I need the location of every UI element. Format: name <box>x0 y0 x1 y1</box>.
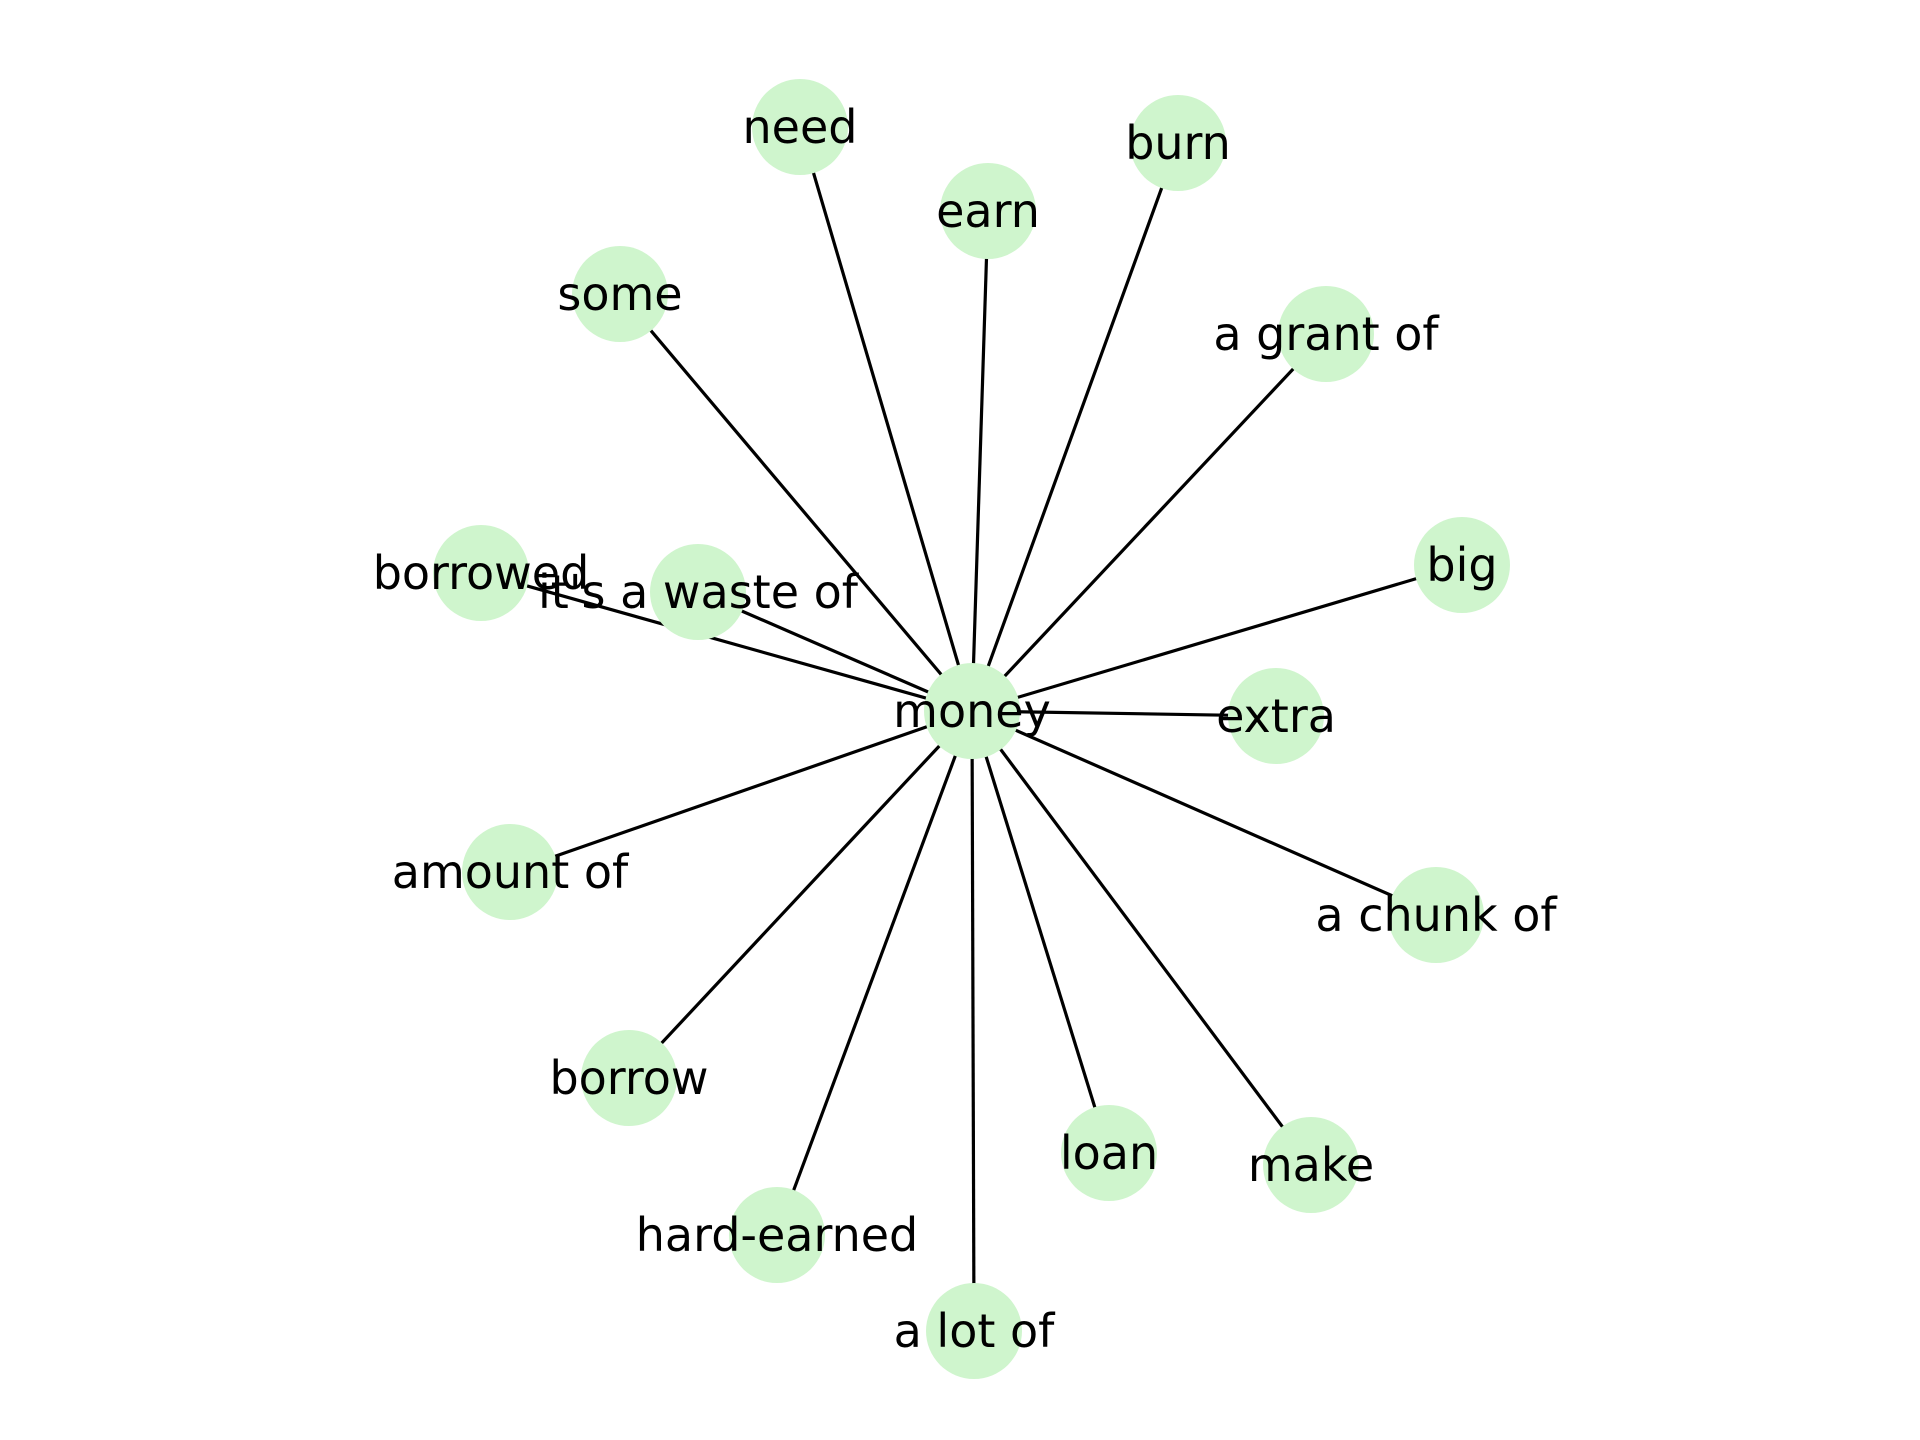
node-a-grant-of <box>1278 286 1374 382</box>
node-label-need: need <box>743 100 858 154</box>
node-money <box>924 663 1020 759</box>
edge-money-some <box>618 292 974 713</box>
edge-money-a-lot-of <box>970 710 976 1332</box>
edge-money-borrow <box>627 709 974 1080</box>
node-a-chunk-of <box>1388 867 1484 963</box>
edge-money-make <box>970 710 1313 1166</box>
node-label-burn: burn <box>1125 116 1231 170</box>
graph-nodes: money need burn earn some a grant of big borrow… <box>373 79 1558 1379</box>
node-label-loan: loan <box>1060 1126 1158 1180</box>
node-borrow <box>581 1030 677 1126</box>
node-a-lot-of <box>926 1283 1022 1379</box>
node-hard-earned <box>729 1187 825 1283</box>
node-amount-of <box>462 824 558 920</box>
node-label-a-grant-of: a grant of <box>1213 307 1440 361</box>
edge-money-borrowed <box>480 571 973 713</box>
edge-money-need <box>798 126 974 712</box>
edge-money-amount-of <box>509 709 973 874</box>
node-some <box>572 246 668 342</box>
node-label-hard-earned: hard-earned <box>636 1208 919 1262</box>
edge-money-its-a-waste-of <box>697 590 973 713</box>
node-borrowed <box>433 525 529 621</box>
node-label-earn: earn <box>936 184 1040 238</box>
node-label-money: money <box>893 684 1051 738</box>
node-label-a-lot-of: a lot of <box>894 1304 1057 1358</box>
edge-money-big <box>971 563 1463 713</box>
node-label-some: some <box>557 267 682 321</box>
node-label-its-a-waste-of: it's a waste of <box>538 565 860 619</box>
node-label-a-chunk-of: a chunk of <box>1315 888 1558 942</box>
node-big <box>1414 517 1510 613</box>
node-its-a-waste-of <box>650 544 746 640</box>
node-label-extra: extra <box>1216 689 1336 743</box>
edge-money-loan <box>970 710 1111 1154</box>
graph-edges <box>480 126 1463 1332</box>
node-label-amount-of: amount of <box>392 845 630 899</box>
edge-money-a-grant-of <box>970 332 1328 713</box>
edge-money-burn <box>970 142 1180 712</box>
node-label-make: make <box>1248 1138 1374 1192</box>
edge-money-hard-earned <box>775 710 974 1236</box>
node-label-big: big <box>1426 538 1497 592</box>
edge-money-extra <box>971 709 1277 718</box>
node-loan <box>1061 1105 1157 1201</box>
node-label-borrowed: borrowed <box>373 546 590 600</box>
node-label-borrow: borrow <box>549 1051 708 1105</box>
node-need <box>752 79 848 175</box>
edge-money-earn <box>970 210 990 712</box>
node-earn <box>940 163 1036 259</box>
edge-money-a-chunk-of <box>971 709 1437 917</box>
node-extra <box>1228 668 1324 764</box>
node-burn <box>1130 95 1226 191</box>
node-make <box>1263 1117 1359 1213</box>
